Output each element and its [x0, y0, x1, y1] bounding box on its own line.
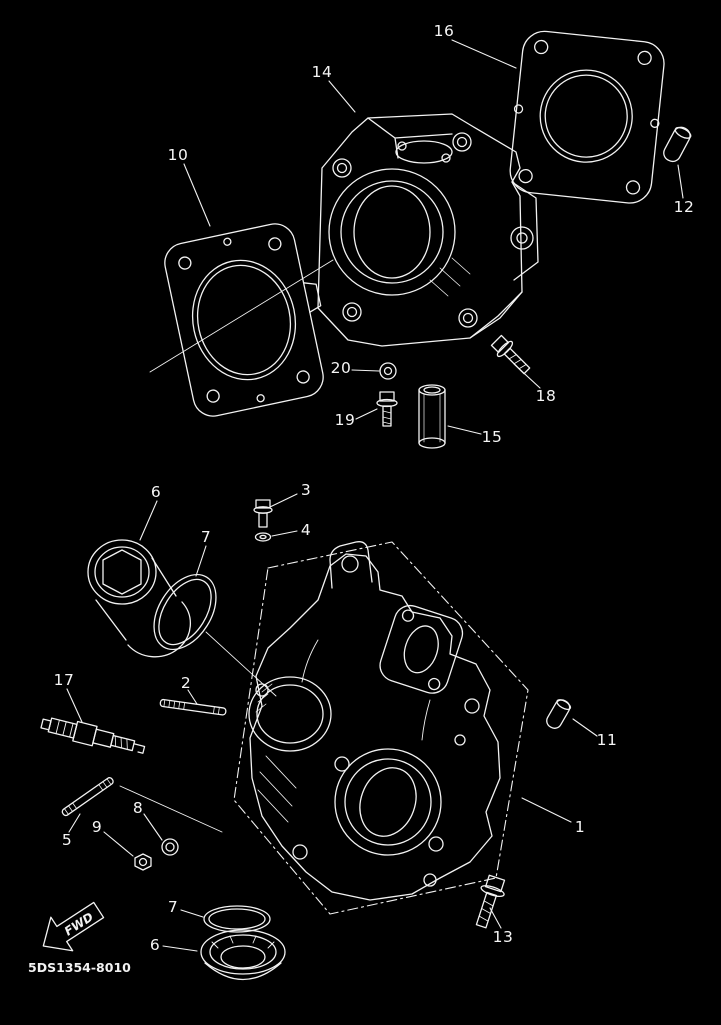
assembly-boundary-dashed	[233, 541, 529, 915]
nut-9-drawing	[134, 853, 152, 871]
callout-3[interactable]: 3	[300, 481, 312, 499]
callout-9[interactable]: 9	[91, 818, 103, 836]
callout-12[interactable]: 12	[673, 198, 695, 216]
callout-7[interactable]: 7	[200, 528, 212, 546]
callout-16[interactable]: 16	[433, 22, 455, 40]
part-code: 5DS1354-8010	[28, 960, 131, 975]
cylinder-head-drawing	[248, 541, 501, 901]
stud-2-drawing	[159, 698, 227, 716]
cap-6-upper-drawing	[87, 539, 192, 658]
washer-4-drawing	[254, 532, 272, 542]
o-ring-7-lower-drawing	[203, 905, 271, 933]
bolt-13-drawing	[475, 874, 506, 929]
callout-15[interactable]: 15	[481, 428, 503, 446]
callout-8[interactable]: 8	[132, 799, 144, 817]
head-gasket-drawing	[509, 30, 665, 204]
callout-6[interactable]: 6	[149, 936, 161, 954]
callout-11[interactable]: 11	[596, 731, 618, 749]
cylinder-block-drawing	[317, 113, 539, 347]
callout-7[interactable]: 7	[167, 898, 179, 916]
base-gasket-drawing	[164, 223, 324, 417]
callout-17[interactable]: 17	[53, 671, 75, 689]
o-ring-7-upper-drawing	[153, 573, 217, 651]
callout-2[interactable]: 2	[180, 674, 192, 692]
callout-4[interactable]: 4	[300, 521, 312, 539]
spark-plug-drawing	[40, 717, 146, 754]
callout-5[interactable]: 5	[61, 831, 73, 849]
callout-10[interactable]: 10	[167, 146, 189, 164]
callout-6[interactable]: 6	[150, 483, 162, 501]
callout-1[interactable]: 1	[574, 818, 586, 836]
fwd-direction-arrow: FWD	[42, 901, 105, 952]
callout-18[interactable]: 18	[535, 387, 557, 405]
bolt-19-drawing	[376, 391, 398, 427]
washer-20-drawing	[379, 362, 397, 380]
bolt-18-drawing	[490, 334, 531, 375]
dowel-pin-12-drawing	[663, 126, 692, 163]
bolt-3-drawing	[253, 499, 273, 528]
washer-8-drawing	[161, 838, 179, 856]
callout-19[interactable]: 19	[334, 411, 356, 429]
callout-20[interactable]: 20	[330, 359, 352, 377]
cap-6-lower-drawing	[200, 929, 286, 981]
collar-15-drawing	[418, 384, 446, 449]
callout-14[interactable]: 14	[311, 63, 333, 81]
dowel-pin-11-drawing	[546, 699, 572, 729]
callout-13[interactable]: 13	[492, 928, 514, 946]
stud-5-drawing	[61, 777, 114, 817]
